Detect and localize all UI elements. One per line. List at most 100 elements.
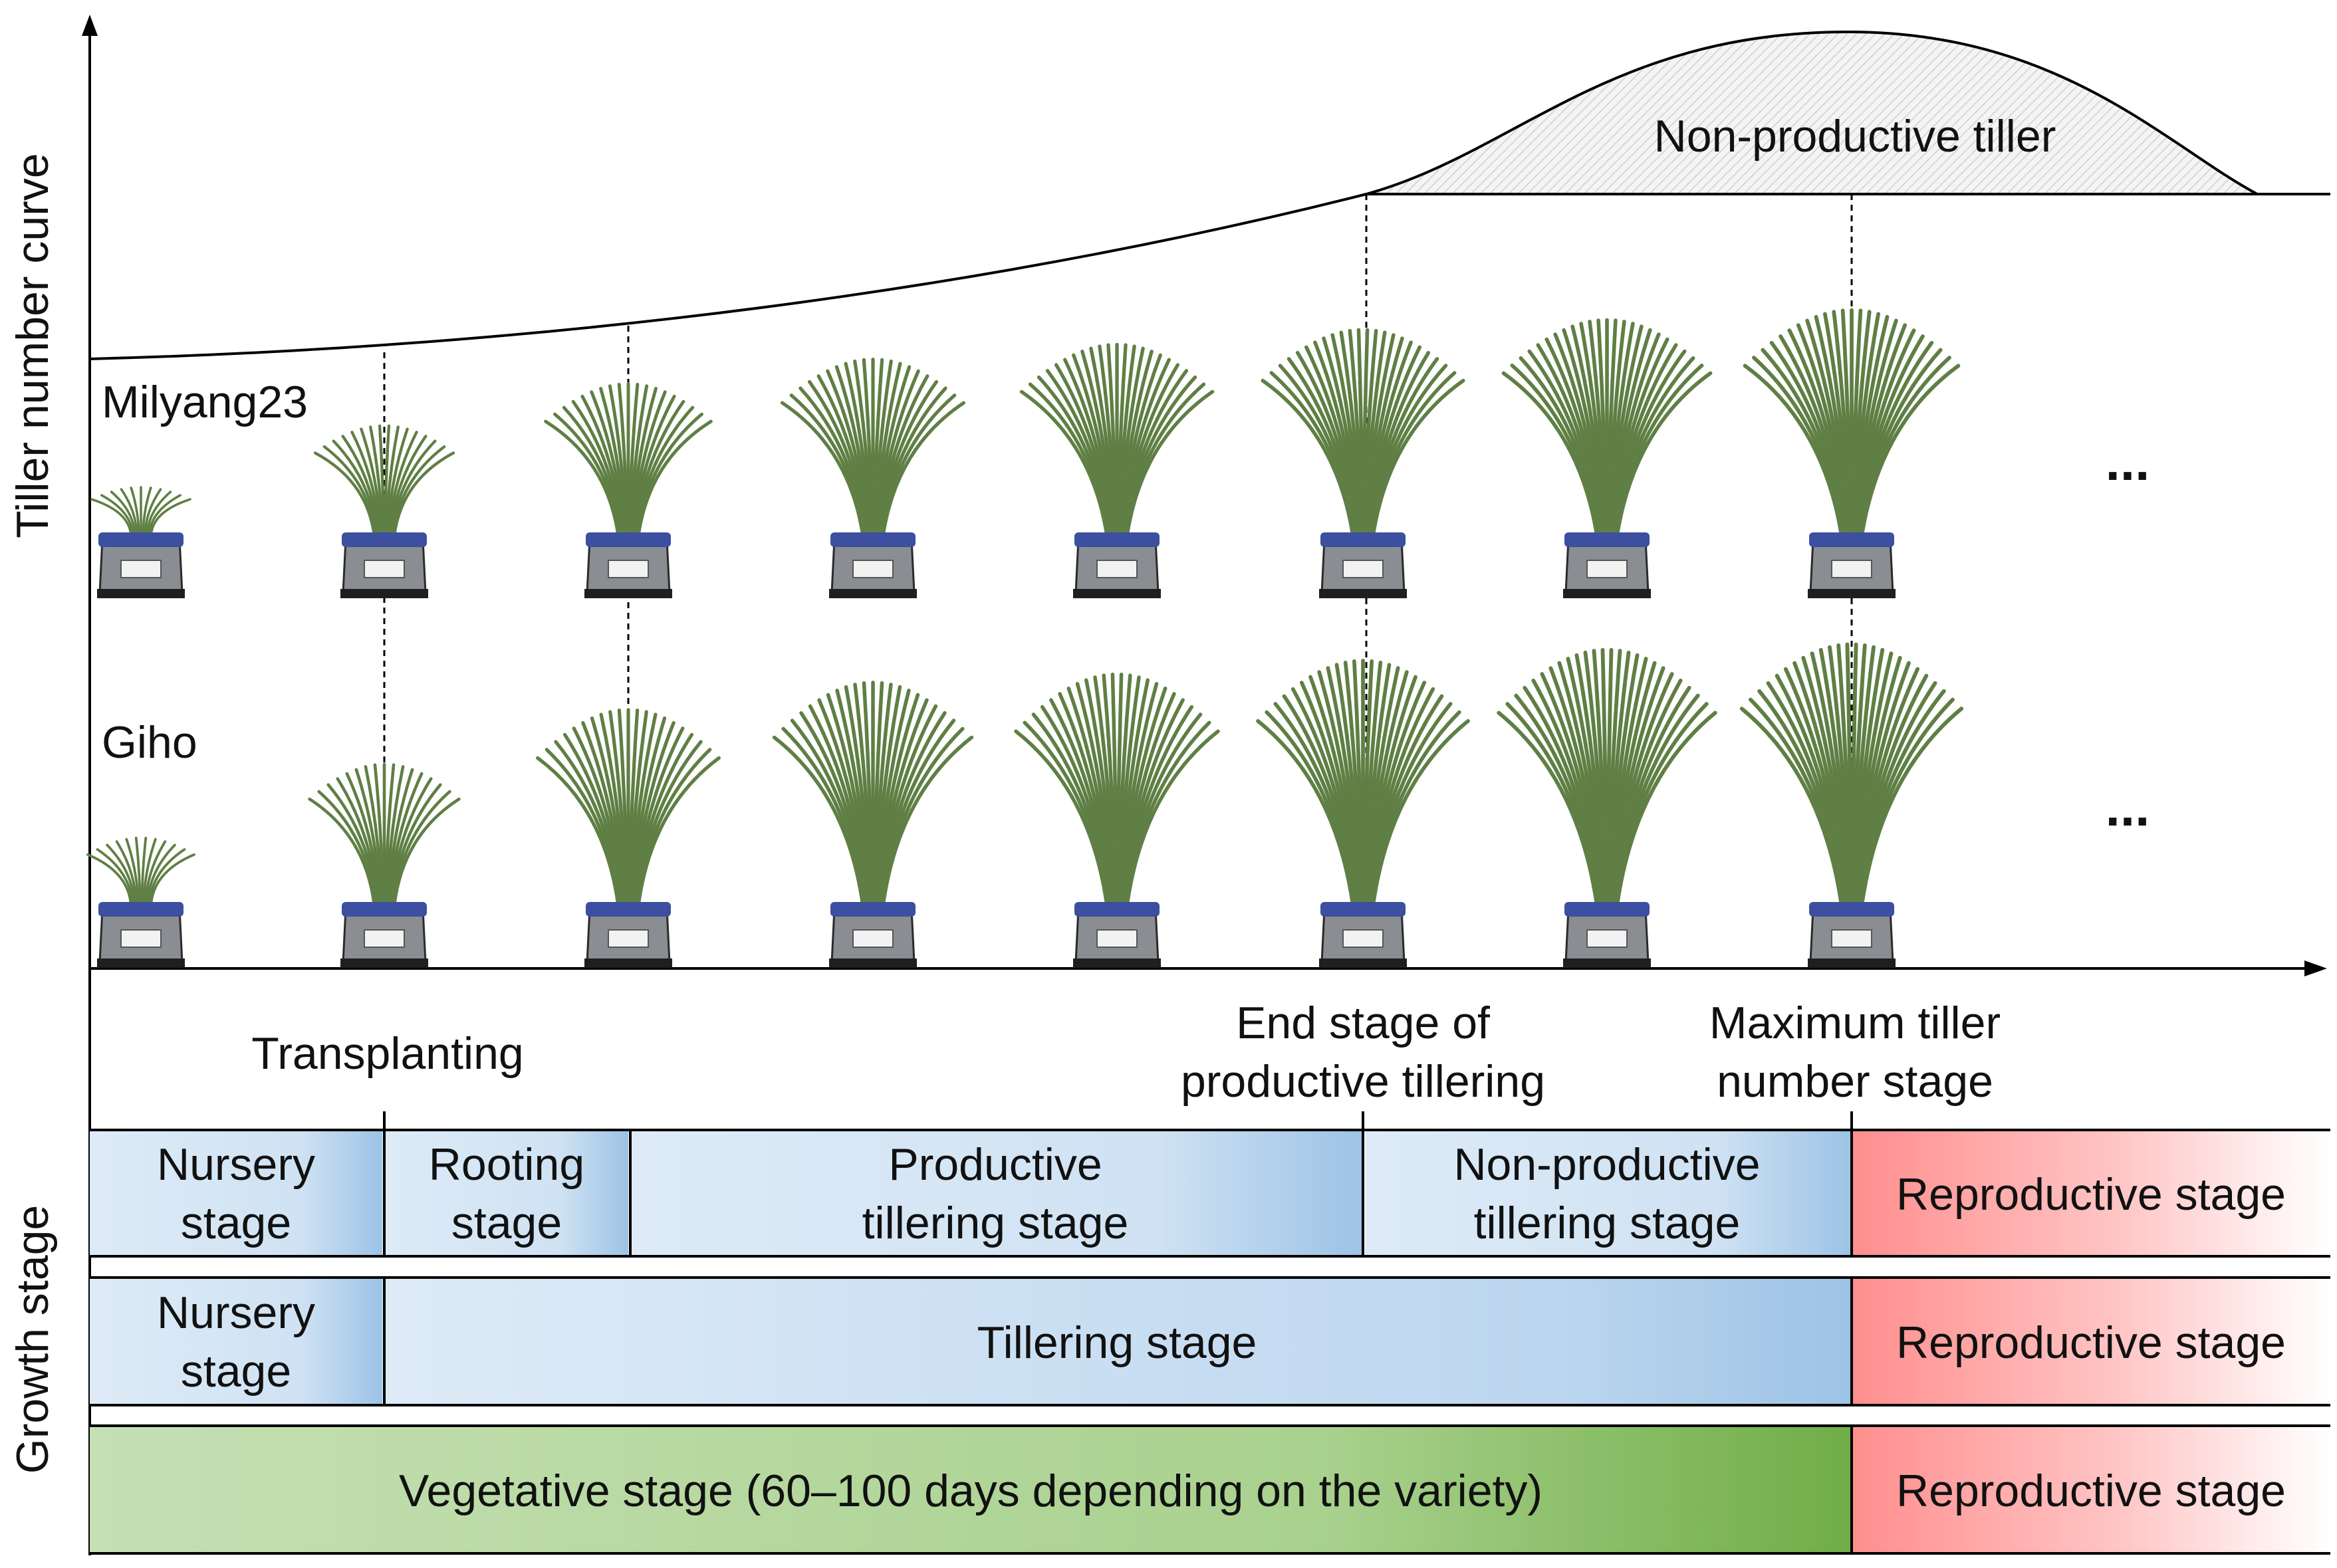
stage2-nursery-label-line1: Nursery bbox=[157, 1288, 315, 1338]
stage-reproductive-fill-2 bbox=[1852, 1278, 2330, 1405]
plant-row-giho bbox=[86, 642, 1964, 968]
leaf-blade bbox=[392, 451, 455, 538]
stage3-vegetative-label: Vegetative stage (60–100 days depending … bbox=[399, 1466, 1542, 1516]
leaf-blade bbox=[322, 445, 378, 538]
leaf-blade bbox=[90, 498, 132, 538]
stage-reproductive-fill-1 bbox=[1852, 1130, 2330, 1256]
leaf-blade bbox=[636, 756, 721, 908]
pot-base bbox=[1073, 589, 1161, 598]
pot-base bbox=[1073, 958, 1161, 968]
pot-tag bbox=[608, 560, 649, 578]
leaf-blade bbox=[373, 763, 385, 908]
pot-tag bbox=[1586, 560, 1628, 578]
leaf-blade bbox=[146, 491, 172, 538]
milyang23-plant-1 bbox=[90, 486, 191, 598]
pot-base bbox=[829, 958, 917, 968]
ellipsis-giho: ... bbox=[2106, 778, 2150, 837]
stage2-tillering-fill bbox=[384, 1278, 1852, 1405]
leaf-blade bbox=[125, 838, 140, 907]
milyang23-plant-8 bbox=[1743, 308, 1961, 598]
leaf-blade bbox=[350, 431, 382, 538]
event-label-end-productive-line2: productive tillering bbox=[1181, 1056, 1545, 1107]
pot-rim bbox=[586, 902, 671, 917]
leaf-blade bbox=[392, 797, 461, 908]
pot-rim bbox=[830, 902, 916, 917]
event-label-max-tiller-line2: number stage bbox=[1717, 1056, 1993, 1107]
pot-tag bbox=[1096, 929, 1138, 948]
pot-base bbox=[1808, 958, 1896, 968]
pot-rim bbox=[98, 902, 184, 917]
event-ticks bbox=[383, 1111, 1853, 1130]
pot-base bbox=[340, 958, 428, 968]
leaf-blade bbox=[100, 494, 134, 538]
pot-rim bbox=[1564, 902, 1650, 917]
stage-row-detailed: Nursery stage Rooting stage Productive t… bbox=[90, 1129, 2330, 1258]
pot-tag bbox=[852, 560, 894, 578]
stage-nonproductive-label-line1: Non-productive bbox=[1453, 1139, 1760, 1190]
pot-tag bbox=[1586, 929, 1628, 948]
stage-row-tillering: Nursery stage Tillering stage Reproducti… bbox=[90, 1276, 2330, 1406]
pot-rim bbox=[1809, 902, 1894, 917]
stage2-nursery-fill bbox=[90, 1278, 382, 1405]
stage-productive-label-line1: Productive bbox=[888, 1139, 1102, 1190]
leaf-blade bbox=[106, 843, 136, 907]
plant-row-milyang23 bbox=[90, 308, 1961, 598]
pot-tag bbox=[120, 929, 162, 948]
leaf-blade bbox=[391, 790, 451, 908]
leaf-blade bbox=[383, 424, 391, 538]
tiller-curve-rising bbox=[89, 193, 1367, 360]
leaf-blade bbox=[384, 763, 396, 908]
giho-plant-5 bbox=[1014, 672, 1220, 968]
pot-rim bbox=[1074, 532, 1160, 547]
milyang23-plant-2 bbox=[313, 424, 455, 598]
stage-rooting-label-line1: Rooting bbox=[429, 1139, 584, 1190]
leaf-blade bbox=[386, 427, 409, 538]
leaf-blade bbox=[388, 435, 428, 538]
pot-tag bbox=[1096, 560, 1138, 578]
leaf-blade bbox=[341, 435, 380, 538]
leaf-blade bbox=[130, 487, 140, 538]
leaf-blade bbox=[881, 401, 965, 538]
pot-base bbox=[340, 589, 428, 598]
event-label-max-tiller-line1: Maximum tiller bbox=[1709, 998, 2001, 1048]
non-productive-tiller-area bbox=[1366, 32, 2257, 194]
stage2-nursery-label-line2: stage bbox=[181, 1346, 291, 1397]
leaf-blade bbox=[390, 783, 442, 908]
x-axis-arrowhead bbox=[2304, 960, 2327, 976]
stage-nonproductive-label-line2: tillering stage bbox=[1474, 1198, 1741, 1248]
variety-label-giho: Giho bbox=[102, 717, 197, 768]
pot-rim bbox=[1320, 532, 1406, 547]
leaf-blade bbox=[144, 488, 162, 538]
stage-rooting-fill bbox=[384, 1130, 628, 1256]
pot-rim bbox=[98, 532, 184, 547]
leaf-blade bbox=[1125, 729, 1220, 908]
leaf-blade bbox=[636, 419, 713, 538]
stage-reproductive-fill-3 bbox=[1852, 1426, 2330, 1553]
pot-tag bbox=[1831, 929, 1872, 948]
giho-plant-2 bbox=[308, 762, 461, 968]
y-axis-label-growth-stage: Growth stage bbox=[7, 1205, 58, 1474]
event-label-transplanting: Transplanting bbox=[251, 1028, 524, 1079]
leaf-blade bbox=[386, 768, 414, 908]
event-label-end-productive-line1: End stage of bbox=[1236, 998, 1490, 1048]
leaf-blade bbox=[378, 424, 386, 538]
pot-rim bbox=[586, 532, 671, 547]
stage-reproductive-label-2: Reproductive stage bbox=[1896, 1317, 2286, 1368]
pot-base bbox=[1808, 589, 1896, 598]
giho-plant-1 bbox=[86, 836, 195, 968]
pot-base bbox=[1319, 958, 1407, 968]
y-axis-label-tiller-curve: Tiller number curve bbox=[7, 153, 58, 538]
pot-rim bbox=[342, 532, 427, 547]
giho-plant-6 bbox=[1256, 659, 1470, 968]
pot-base bbox=[1563, 589, 1651, 598]
stage-nursery-fill bbox=[90, 1130, 382, 1256]
pot-tag bbox=[1342, 560, 1384, 578]
leaf-blade bbox=[364, 765, 384, 908]
stage-rooting-label-line2: stage bbox=[451, 1198, 562, 1248]
pot-tag bbox=[364, 560, 405, 578]
pot-base bbox=[97, 958, 185, 968]
tiller-curve-peak bbox=[1366, 30, 2258, 195]
milyang23-plant-4 bbox=[781, 358, 965, 598]
leaf-blade bbox=[345, 772, 381, 908]
pot-base bbox=[584, 589, 672, 598]
